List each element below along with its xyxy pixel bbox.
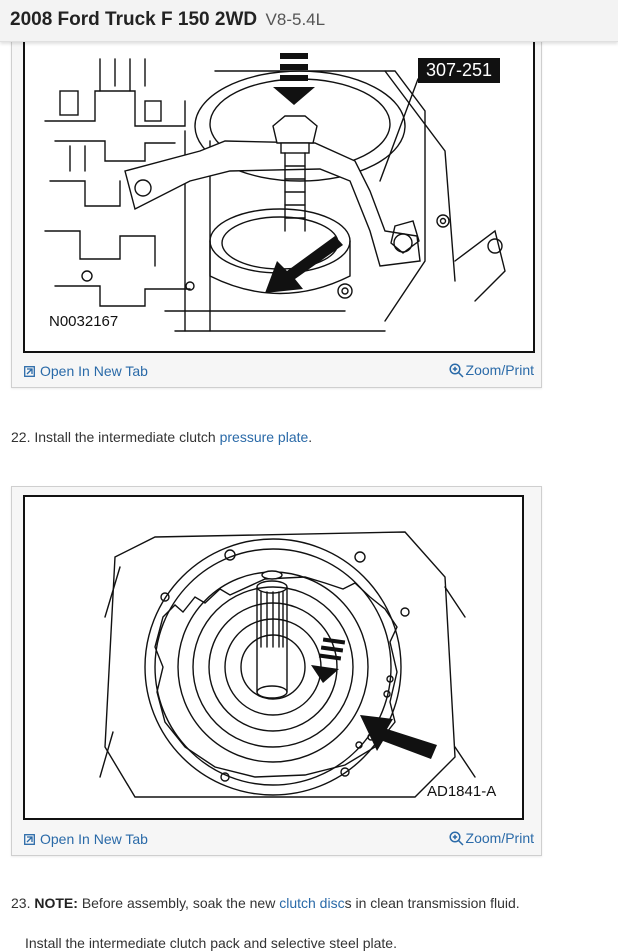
step-23: 23. NOTE: Before assembly, soak the new … [11,895,520,911]
figure-card-1: 307-251 N0032167 Open In New Tab Zoom/Pr… [11,30,542,388]
figure-1-toolbar: Open In New Tab Zoom/Print [12,357,541,387]
open-in-new-tab-link[interactable]: Open In New Tab [24,363,148,379]
figure-card-2: AD1841-A Open In New Tab Zoom/Print [11,486,542,856]
figure-2-toolbar: Open In New Tab Zoom/Print [12,825,541,855]
zoom-print-label: Zoom/Print [465,830,534,846]
figure-code: N0032167 [49,313,119,330]
figure-code: AD1841-A [427,783,497,800]
tool-callout-label: 307-251 [418,58,501,83]
step-number: 22. [11,429,31,445]
step-suffix: s in clean transmission fluid. [344,895,520,911]
zoom-print-link[interactable]: Zoom/Print [448,830,534,846]
open-in-new-tab-link[interactable]: Open In New Tab [24,831,148,847]
open-new-tab-icon [24,833,35,845]
figure-1-illustration: 307-251 N0032167 [23,31,535,353]
pressure-plate-link[interactable]: pressure plate [219,429,309,445]
open-in-new-tab-label: Open In New Tab [40,831,148,847]
step-suffix: . [308,429,313,445]
step-number: 23. [11,895,31,911]
clutch-disc-link[interactable]: clutch disc [279,895,345,911]
engine-spec: V8-5.4L [265,10,326,29]
zoom-magnifier-icon [448,830,464,846]
step-text: Install the intermediate clutch [34,429,216,445]
page-header: 2008 Ford Truck F 150 2WD V8-5.4L [0,0,618,42]
zoom-magnifier-icon [448,362,464,378]
zoom-print-label: Zoom/Print [465,362,534,378]
step-22: 22. Install the intermediate clutch pres… [11,429,312,445]
step-23-instruction: Install the intermediate clutch pack and… [25,935,397,951]
note-label: NOTE: [34,895,78,911]
vehicle-title: 2008 Ford Truck F 150 2WD [10,9,258,30]
step-text: Before assembly, soak the new [81,895,276,911]
zoom-print-link[interactable]: Zoom/Print [448,362,534,378]
open-in-new-tab-label: Open In New Tab [40,363,148,379]
figure-2-illustration: AD1841-A [23,495,524,820]
open-new-tab-icon [24,365,35,377]
